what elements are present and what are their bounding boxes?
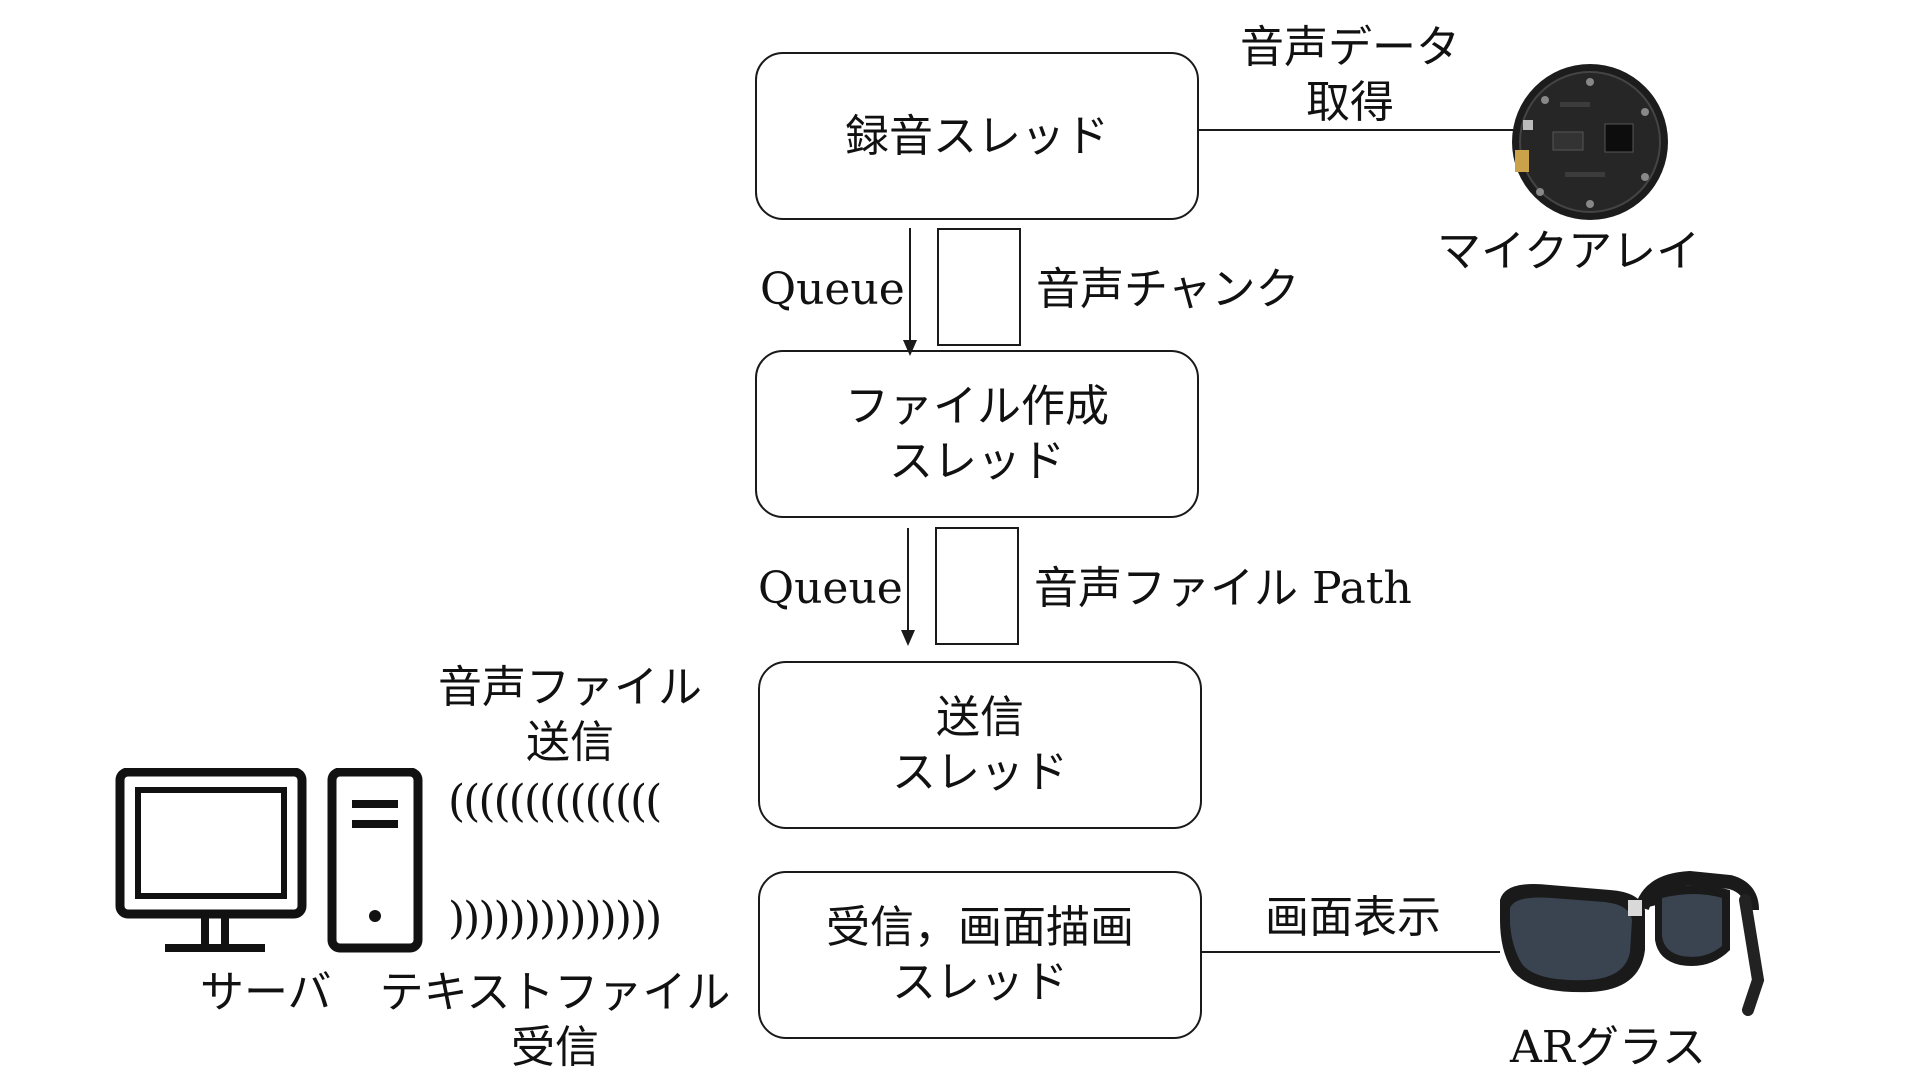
ar-glasses-icon <box>1500 870 1765 1016</box>
receive-text-label: テキストファイル 受信 <box>360 965 750 1075</box>
mic-connection-line <box>1199 129 1519 131</box>
outgoing-waves: (((((((((((((( <box>448 776 662 827</box>
server-computer-icon <box>115 768 423 953</box>
audio-get-label-1: 音声データ <box>1240 22 1460 73</box>
receive-render-thread-box: 受信，画面描画 スレッド <box>758 871 1202 1039</box>
file-creation-thread-label-2: スレッド <box>889 436 1065 487</box>
send-thread-label-2: スレッド <box>892 747 1068 798</box>
queue-2-arrow <box>901 528 915 646</box>
glasses-connection-line <box>1202 951 1500 953</box>
server-label: サーバ <box>200 967 332 1018</box>
queue-2-item-label: 音声ファイル Path <box>1034 563 1412 614</box>
audio-get-label: 音声データ 取得 <box>1225 20 1475 130</box>
send-audio-label-2: 送信 <box>526 717 614 768</box>
recording-thread-label: 録音スレッド <box>845 110 1109 162</box>
audio-get-label-2: 取得 <box>1306 77 1394 128</box>
receive-text-label-2: 受信 <box>511 1022 599 1073</box>
file-creation-thread-box: ファイル作成 スレッド <box>755 350 1199 518</box>
mic-array-label: マイクアレイ <box>1437 226 1701 277</box>
queue-1-label: Queue <box>760 264 905 315</box>
send-thread-label-1: 送信 <box>936 692 1024 743</box>
queue-2-label: Queue <box>758 563 903 614</box>
mic-array-board-icon <box>1512 64 1668 220</box>
queue-1-item-label: 音声チャンク <box>1036 264 1300 315</box>
queue-1-chunk <box>937 228 1021 346</box>
send-audio-label: 音声ファイル 送信 <box>420 660 720 770</box>
queue-1-arrow <box>903 228 917 356</box>
recording-thread-box: 録音スレッド <box>755 52 1199 220</box>
incoming-waves: )))))))))))))) <box>448 893 662 944</box>
queue-2-chunk <box>935 527 1019 645</box>
file-creation-thread-label-1: ファイル作成 <box>845 381 1109 432</box>
screen-display-label: 画面表示 <box>1265 892 1441 943</box>
send-audio-label-1: 音声ファイル <box>438 662 702 713</box>
receive-render-thread-label-1: 受信，画面描画 <box>826 902 1134 953</box>
receive-text-label-1: テキストファイル <box>379 967 731 1018</box>
ar-glasses-label: ARグラス <box>1510 1022 1707 1073</box>
send-thread-box: 送信 スレッド <box>758 661 1202 829</box>
receive-render-thread-label-2: スレッド <box>892 957 1068 1008</box>
